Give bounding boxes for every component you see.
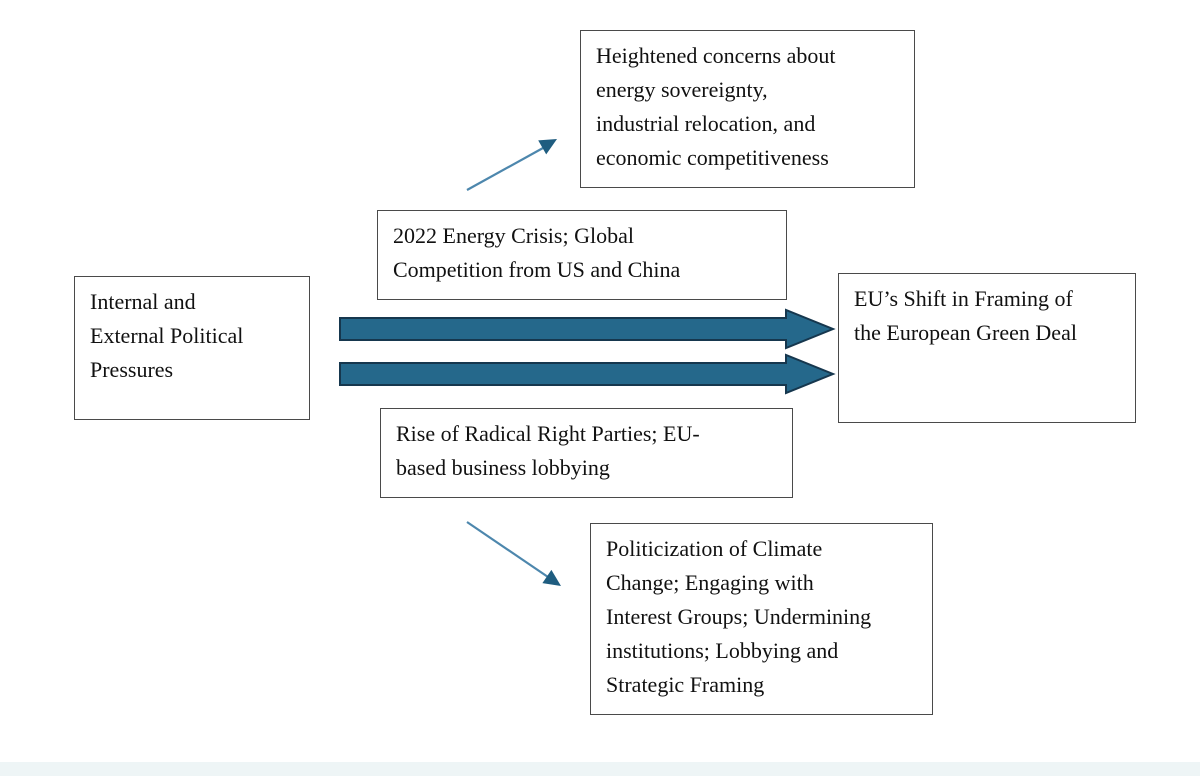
thin-arrow-line-radical-right-to-politicization: [466, 521, 549, 578]
node-heightened-concerns: Heightened concerns about energy soverei…: [580, 30, 915, 188]
thin-arrowhead-up-right-icon: [538, 139, 557, 155]
block-arrow-pressures-to-framing-top: [339, 308, 836, 350]
node-eu-shift-in-framing: EU’s Shift in Framing of the European Gr…: [838, 273, 1136, 423]
footer-band: [0, 762, 1200, 776]
thin-arrowhead-down-right-icon: [542, 569, 561, 586]
node-internal-external-political-pressures: Internal and External Political Pressure…: [74, 276, 310, 420]
node-rise-of-radical-right-parties: Rise of Radical Right Parties; EU- based…: [380, 408, 793, 498]
node-2022-energy-crisis: 2022 Energy Crisis; Global Competition f…: [377, 210, 787, 300]
thin-arrow-line-energy-crisis-to-concerns: [466, 147, 544, 191]
node-politicization-of-climate-change: Politicization of Climate Change; Engagi…: [590, 523, 933, 715]
block-arrow-pressures-to-framing-bottom: [339, 353, 836, 395]
